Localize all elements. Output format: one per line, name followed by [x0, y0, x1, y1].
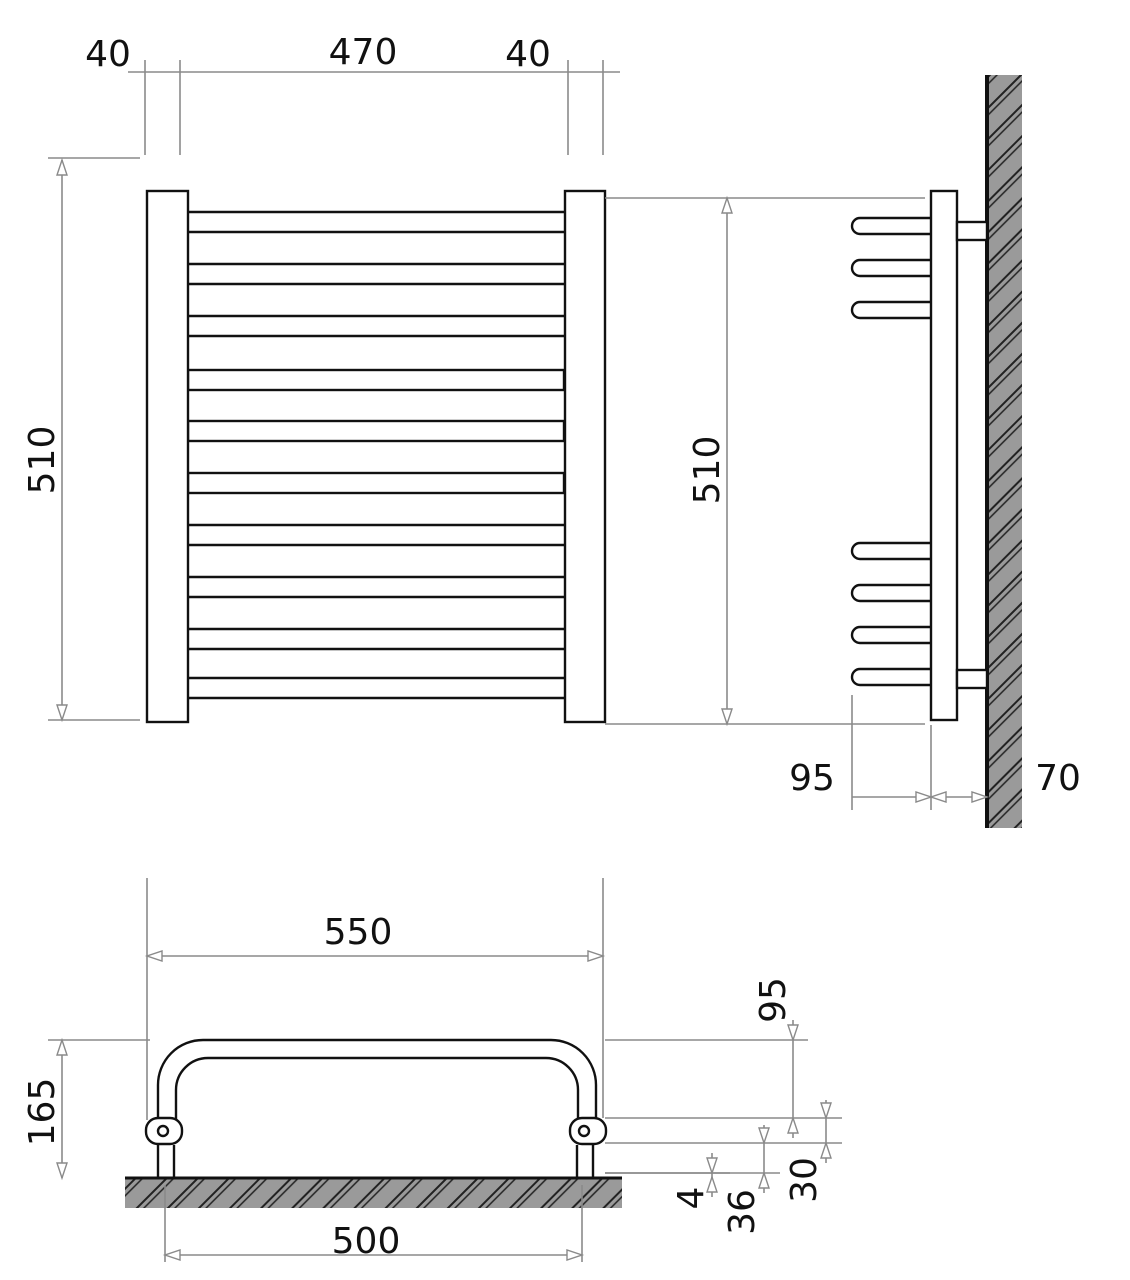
- side-height-label: 510: [687, 436, 728, 505]
- wall-section: [987, 75, 1022, 828]
- top-bracket: [955, 220, 989, 242]
- round-rail: [166, 575, 586, 599]
- front-height-dimension: [48, 157, 140, 723]
- front-view: [48, 60, 620, 724]
- rail-profile: [850, 258, 931, 278]
- right-stile: [563, 189, 607, 724]
- front-height-label: 510: [22, 426, 63, 495]
- front-left-margin-label: 40: [85, 34, 131, 75]
- bottom-bracket: [955, 668, 989, 690]
- round-rail: [166, 627, 586, 651]
- bend-label: 95: [753, 977, 794, 1023]
- round-rail: [166, 210, 586, 234]
- front-width-dimension: [128, 60, 620, 155]
- offset-36-label: 36: [722, 1189, 763, 1235]
- round-rail: [166, 262, 586, 286]
- rail-profile: [850, 625, 931, 645]
- offset-30-label: 30: [784, 1157, 825, 1203]
- front-center-width-label: 470: [329, 32, 398, 73]
- side-stile: [929, 189, 959, 722]
- side-depth-label: 95: [789, 758, 835, 799]
- round-rail: [166, 314, 586, 338]
- offset-4-label: 4: [671, 1187, 712, 1210]
- rail-profile: [850, 300, 931, 320]
- round-rail: [166, 676, 586, 700]
- rail-profile: [850, 667, 931, 687]
- flat-rail: [186, 368, 566, 392]
- top-mount-width-label: 500: [332, 1221, 401, 1262]
- front-right-margin-label: 40: [505, 34, 551, 75]
- flat-rail: [186, 471, 566, 495]
- side-view: [605, 75, 1022, 828]
- top-overall-width-label: 550: [324, 912, 393, 953]
- rail-profile: [850, 216, 931, 236]
- side-wall-offset-label: 70: [1035, 758, 1081, 799]
- top-view: [48, 878, 842, 1262]
- flat-rail: [186, 419, 566, 443]
- floor-section: [125, 1178, 622, 1208]
- rail-profile: [850, 541, 931, 561]
- round-rail: [166, 523, 586, 547]
- top-depth-label: 165: [22, 1078, 63, 1147]
- left-stile: [145, 189, 190, 724]
- rail-profile: [850, 583, 931, 603]
